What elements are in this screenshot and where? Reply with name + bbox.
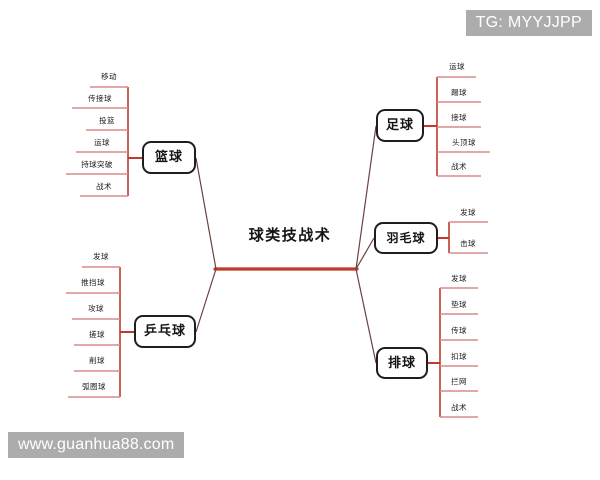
node-badminton-label: 羽毛球 (386, 231, 426, 245)
leaf-table-tennis-0[interactable]: 发球 (93, 252, 109, 261)
leaf-basketball-2[interactable]: 投篮 (99, 116, 115, 125)
leaf-badminton-1[interactable]: 击球 (460, 239, 476, 248)
node-volleyball[interactable]: 排球 (376, 347, 428, 379)
node-badminton[interactable]: 羽毛球 (374, 222, 438, 254)
leaf-table-tennis-3[interactable]: 搓球 (89, 330, 105, 339)
node-table-tennis[interactable]: 乒乓球 (134, 315, 196, 348)
branch-football (355, 125, 377, 270)
leaf-volleyball-4[interactable]: 拦网 (451, 377, 467, 386)
telegram-watermark: TG: MYYJJPP (465, 10, 592, 36)
node-table-tennis-label: 乒乓球 (143, 324, 186, 339)
leaf-basketball-3[interactable]: 运球 (94, 138, 110, 147)
leaf-table-tennis-1[interactable]: 推挡球 (81, 278, 105, 287)
node-volleyball-label: 排球 (387, 355, 416, 371)
node-football[interactable]: 足球 (376, 109, 424, 142)
leaf-basketball-5[interactable]: 战术 (96, 182, 112, 191)
leaf-basketball-0[interactable]: 移动 (101, 72, 117, 81)
leaf-table-tennis-5[interactable]: 弧圈球 (82, 382, 106, 391)
leaf-basketball-1[interactable]: 传接球 (88, 94, 112, 103)
branch-badminton (355, 237, 375, 270)
leaf-volleyball-5[interactable]: 战术 (451, 403, 467, 412)
leaf-football-1[interactable]: 踢球 (451, 88, 467, 97)
leaf-volleyball-2[interactable]: 传球 (451, 326, 467, 335)
center-node-title: 球类技战术 (248, 226, 332, 244)
node-basketball[interactable]: 篮球 (142, 141, 196, 174)
leaf-volleyball-0[interactable]: 发球 (451, 274, 467, 283)
leaf-badminton-0[interactable]: 发球 (460, 208, 476, 217)
node-football-label: 足球 (385, 118, 414, 133)
node-basketball-label: 篮球 (154, 150, 183, 165)
leaf-table-tennis-4[interactable]: 削球 (89, 356, 105, 365)
leaf-football-4[interactable]: 战术 (451, 162, 467, 171)
branch-table-tennis (195, 268, 217, 333)
leaf-football-2[interactable]: 接球 (451, 113, 467, 122)
leaf-basketball-4[interactable]: 持球突破 (81, 160, 113, 169)
leaf-volleyball-1[interactable]: 垫球 (451, 300, 467, 309)
branch-basketball (195, 157, 217, 270)
leaf-table-tennis-2[interactable]: 攻球 (88, 304, 104, 313)
branch-volleyball (355, 268, 377, 364)
leaf-football-0[interactable]: 运球 (449, 62, 465, 71)
leaf-football-3[interactable]: 头顶球 (452, 138, 476, 147)
website-watermark: www.guanhua88.com (8, 432, 185, 458)
leaf-volleyball-3[interactable]: 扣球 (451, 352, 467, 361)
